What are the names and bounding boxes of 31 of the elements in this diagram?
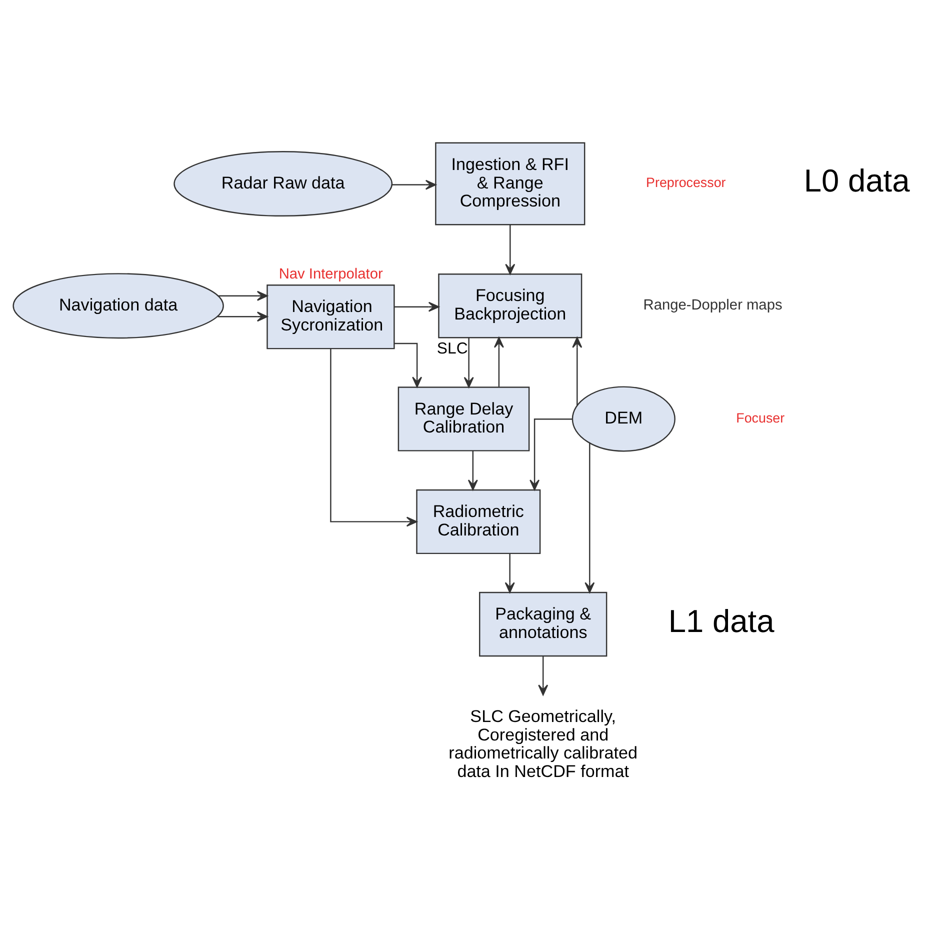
arrow — [505, 224, 516, 275]
label: Preprocessor — [646, 175, 726, 190]
label: L0 data — [804, 162, 910, 198]
node-label: Nav Interpolator — [278, 266, 383, 282]
edge-label: SLC — [436, 340, 468, 358]
node-text: SLC Geometrically, Coregistered and radiometrically calibrated data In NetCDF format — [448, 707, 638, 782]
arrow — [394, 342, 422, 388]
node-box: Range Delay Calibration — [398, 386, 530, 452]
node-box: Packaging & annotations — [479, 592, 608, 657]
node-ellipse: Navigation data — [12, 273, 224, 339]
arrow — [494, 337, 504, 387]
arrow — [468, 450, 478, 490]
arrow — [392, 180, 436, 190]
arrow — [218, 290, 268, 301]
label: Range-Doppler maps — [643, 298, 782, 314]
arrow — [584, 442, 595, 593]
arrow — [572, 337, 582, 406]
arrow — [504, 554, 515, 593]
arrow — [538, 656, 548, 696]
node-ellipse: Radar Raw data — [174, 151, 393, 217]
arrow — [218, 312, 268, 322]
arrow — [394, 302, 440, 312]
node-box: Focusing Backprojection — [438, 274, 582, 338]
arrow — [530, 418, 572, 490]
label: L1 data — [668, 602, 774, 639]
node-box: Ingestion & RFI & Range Compression — [435, 142, 586, 226]
arrow — [464, 338, 474, 388]
label: Focuser — [736, 410, 785, 426]
node-ellipse: DEM — [572, 386, 676, 452]
arrow — [330, 348, 418, 527]
node-box: Radiometric Calibration — [416, 489, 541, 554]
